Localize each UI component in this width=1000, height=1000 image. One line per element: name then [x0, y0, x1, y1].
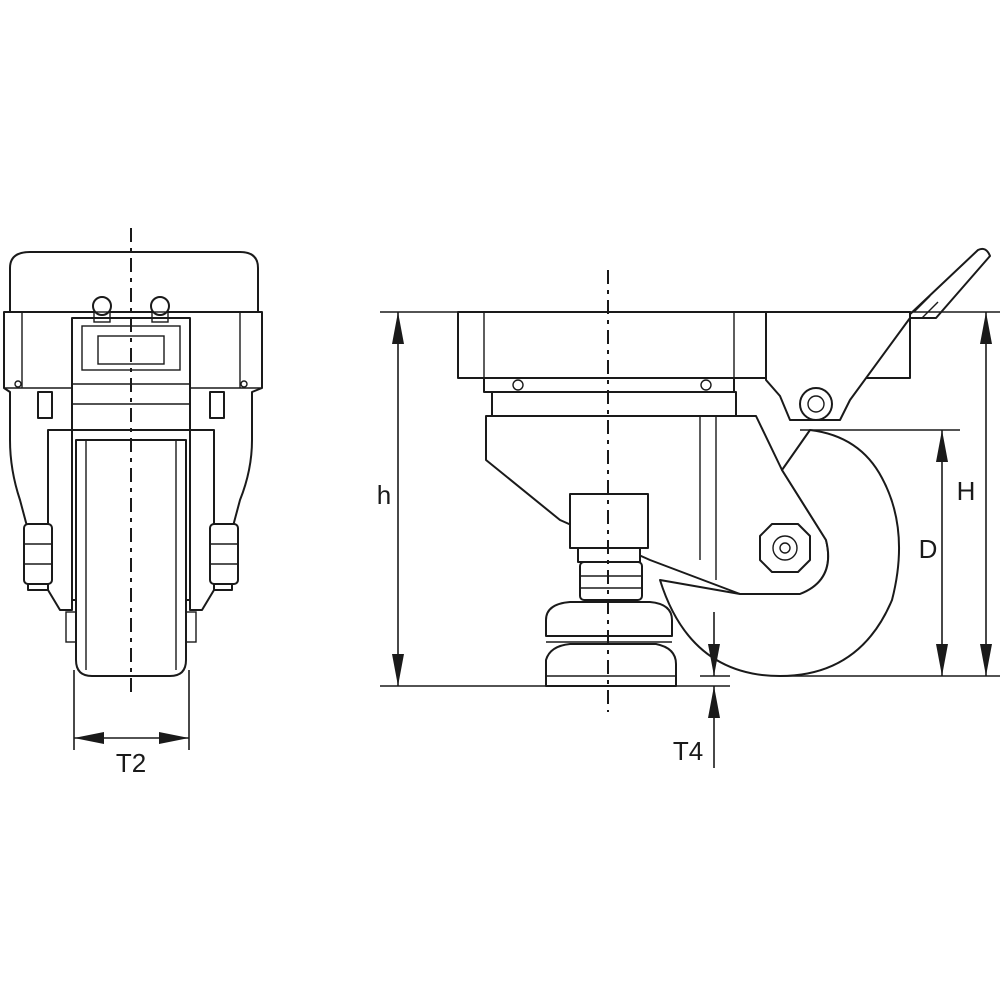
side-leveler-pad-upper [545, 601, 673, 637]
dimension-label-H: H [957, 476, 976, 506]
front-fork-right [189, 429, 215, 611]
side-wheel [659, 429, 901, 677]
side-brake-housing [765, 311, 911, 421]
dimension-label-D: D [919, 534, 938, 564]
side-leveler-pad-lower [545, 643, 677, 687]
dimension-label-h: h [377, 480, 391, 510]
front-axle-nut-right [209, 523, 239, 585]
front-bolt-left [92, 296, 112, 316]
dimension-label-t2: T2 [116, 748, 146, 778]
front-axle-nut-left [23, 523, 53, 585]
front-view: T2 [3, 228, 263, 778]
side-brake-lever [905, 247, 991, 319]
front-bolt-right [150, 296, 170, 316]
dimension-label-t4: T4 [673, 736, 703, 766]
side-axle-nut [759, 523, 811, 573]
side-leveler-nut [579, 561, 643, 601]
side-view: h H D T4 [377, 247, 1000, 768]
side-brake-pivot [799, 387, 833, 421]
front-top-plate [9, 251, 259, 313]
